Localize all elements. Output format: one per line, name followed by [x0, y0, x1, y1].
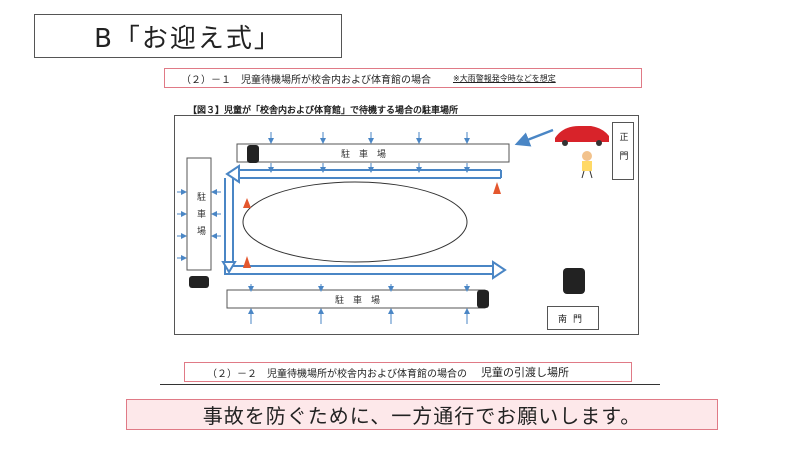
parking-diagram: 駐 車 場 駐 車 場 駐車場 正門 南門: [174, 115, 639, 335]
car-icon: [189, 145, 585, 308]
entry-arrow: [514, 128, 554, 147]
main-flow-arrow: [224, 164, 507, 280]
slide-title: B「お迎え式」: [34, 14, 342, 58]
red-car-icon: [555, 126, 609, 146]
left-parking-strip: [186, 157, 212, 271]
south-gate-label: 南門: [557, 314, 588, 325]
sub-heading-1-note: ※大雨警報発令時などを想定: [453, 73, 556, 83]
sub-heading-1-text: （２）－１ 児童待機場所が校舎内および体育館の場合: [181, 74, 431, 86]
slide-title-text: B「お迎え式」: [94, 23, 282, 54]
south-gate: 南門: [547, 306, 599, 330]
figure-caption: 【図３】児童が「校舎内および体育館」で待機する場合の駐車場所: [188, 106, 459, 116]
message-banner: 事故を防ぐために、一方通行でお願いします。: [126, 399, 718, 430]
sub-heading-2-accent: 児童の引渡し場所: [481, 366, 569, 379]
left-parking-label: 駐車場: [195, 192, 205, 243]
top-parking-label: 駐 車 場: [341, 150, 387, 160]
sub-heading-1: （２）－１ 児童待機場所が校舎内および体育館の場合 ※大雨警報発令時などを想定: [164, 68, 642, 88]
message-text: 事故を防ぐために、一方通行でお願いします。: [202, 404, 642, 428]
child-icon: [581, 151, 593, 179]
top-parking-strip: [236, 143, 510, 163]
sub-heading-2: （２）－２ 児童待機場所が校舎内および体育館の場合の 児童の引渡し場所: [184, 362, 632, 382]
main-gate-label: 正門: [617, 132, 628, 170]
bottom-parking-arrows: [248, 284, 470, 324]
schoolyard-oval: [242, 181, 468, 263]
main-gate: 正門: [612, 122, 634, 180]
left-parking-arrows: [177, 189, 221, 261]
traffic-cone-icon: [243, 182, 501, 268]
sub-heading-2-text: （２）－２ 児童待機場所が校舎内および体育館の場合の: [207, 368, 467, 380]
divider-line: [160, 384, 660, 385]
bottom-parking-label: 駐 車 場: [335, 296, 381, 306]
parking-diagram-graphic: [177, 126, 609, 324]
left-down-arrow: [221, 261, 237, 274]
